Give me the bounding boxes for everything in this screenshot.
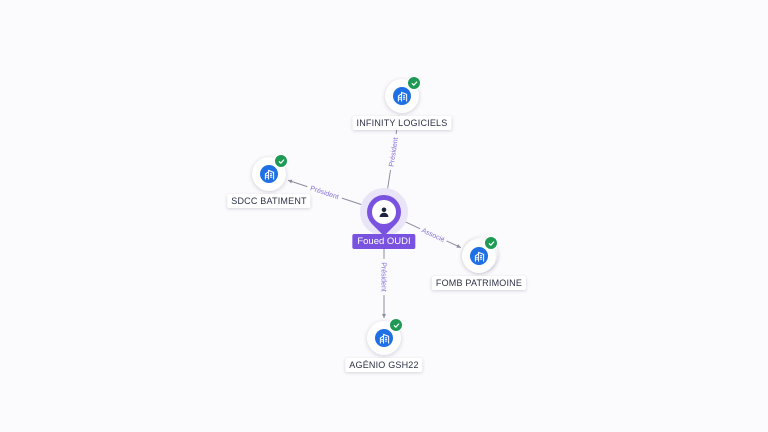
company-label-sdcc[interactable]: SDCC BATIMENT <box>227 194 311 208</box>
company-avatar[interactable] <box>252 154 288 191</box>
company-avatar[interactable] <box>367 318 403 355</box>
building-icon <box>375 329 393 347</box>
verified-check-icon <box>484 236 498 250</box>
company-label-infinity[interactable]: INFINITY LOGICIELS <box>352 116 452 130</box>
company-label-fomb[interactable]: FOMB PATRIMOINE <box>431 276 527 290</box>
building-icon <box>470 247 488 265</box>
relation-label-bg <box>386 133 401 171</box>
company-label-agenio[interactable]: AGÉNIO GSH22 <box>345 358 423 372</box>
verified-check-icon <box>407 76 421 90</box>
verified-check-icon <box>389 318 403 332</box>
relation-label-agenio: Président <box>380 262 387 292</box>
building-icon <box>393 87 411 105</box>
relation-edge-agenio: Président <box>379 236 389 318</box>
company-avatar[interactable] <box>385 76 421 113</box>
relation-label-bg <box>418 224 449 246</box>
verified-check-icon <box>274 154 288 168</box>
relation-arrow-sdcc <box>287 179 293 184</box>
relation-label-bg <box>305 182 344 203</box>
relation-label-bg <box>379 258 389 296</box>
company-avatar[interactable] <box>462 236 498 273</box>
relation-arrow-agenio <box>382 314 386 318</box>
relation-arrow-fomb <box>456 244 461 248</box>
user-icon <box>372 200 396 224</box>
person-label[interactable]: Foued OUDI <box>352 234 416 249</box>
building-icon <box>260 165 278 183</box>
relation-label-infinity: Président <box>388 137 399 167</box>
